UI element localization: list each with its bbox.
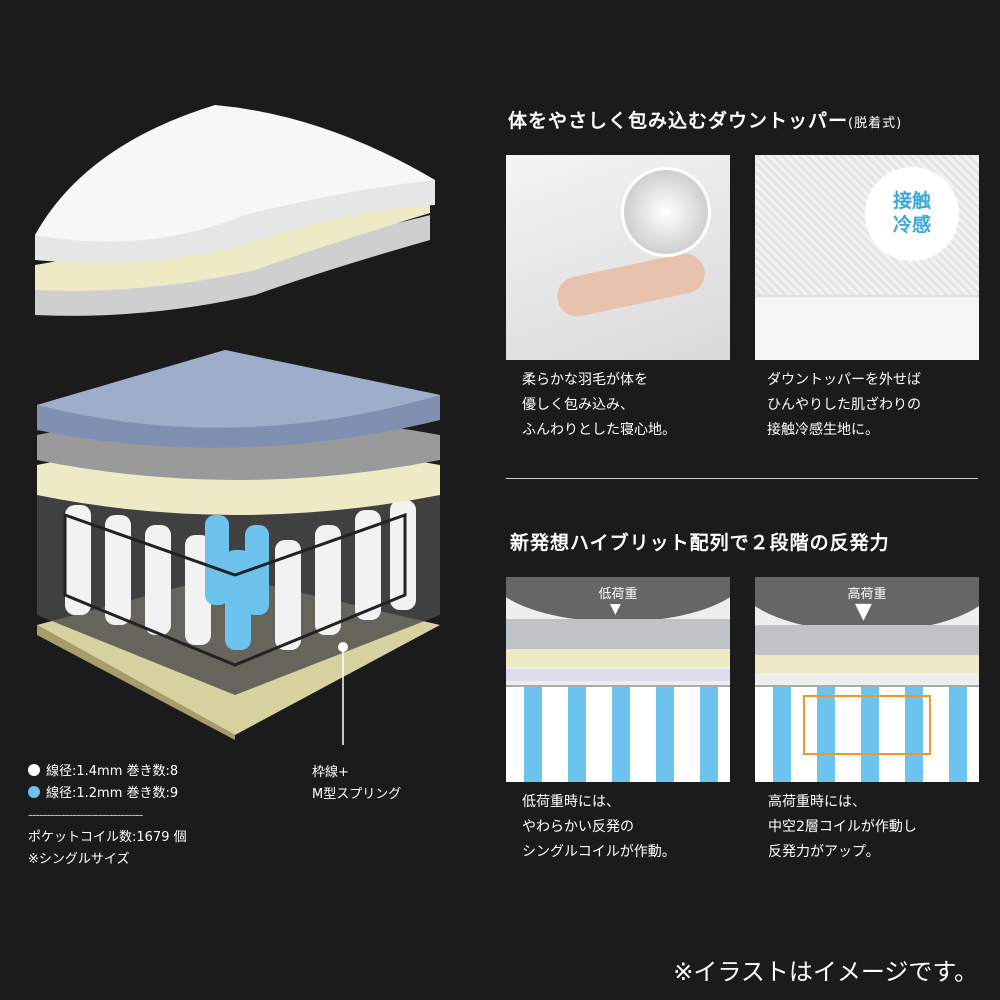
- coil-count: ポケットコイル数:1679 個: [28, 830, 187, 845]
- low-load-diagram: 低荷重 ▼: [506, 577, 730, 782]
- caption-line: 中空2層コイルが作動し: [768, 819, 917, 835]
- title-suffix: (脱着式): [848, 116, 903, 131]
- frame-label-line2: M型スプリング: [312, 787, 402, 802]
- caption-line: ひんやりした肌ざわりの: [767, 397, 921, 413]
- caption-line: 柔らかな羽毛が体を: [522, 372, 648, 388]
- hybrid-title: 新発想ハイブリット配列で２段階の反発力: [510, 532, 890, 554]
- cooling-badge: 接触冷感: [865, 167, 959, 261]
- size-note: ※シングルサイズ: [28, 852, 130, 867]
- frame-label: 枠線+ M型スプリング: [312, 762, 401, 806]
- legend-item-white: 線径:1.4mm 巻き数:8: [28, 761, 187, 783]
- feather-closeup: [621, 167, 711, 257]
- cooling-fabric-photo: 接触冷感: [755, 155, 979, 360]
- hand-image: [553, 249, 709, 321]
- caption-low-load: 低荷重時には、やわらかい反発のシングルコイルが作動。: [522, 790, 676, 865]
- caption-line: ダウントッパーを外せば: [767, 372, 921, 388]
- caption-topper: 柔らかな羽毛が体を優しく包み込み、ふんわりとした寝心地。: [522, 368, 676, 443]
- down-topper-photo: [506, 155, 730, 360]
- badge-line2: 冷感: [892, 214, 931, 236]
- blue-dot-icon: [28, 786, 40, 798]
- caption-line: 接触冷感生地に。: [767, 422, 879, 438]
- legend-divider: -------------------------------: [28, 808, 143, 823]
- down-arrow-small-icon: ▼: [610, 601, 621, 617]
- section-divider: [506, 478, 978, 479]
- caption-line: 高荷重時には、: [768, 794, 866, 810]
- legend-text: 線径:1.2mm 巻き数:9: [46, 786, 179, 801]
- caption-cooling: ダウントッパーを外せばひんやりした肌ざわりの接触冷感生地に。: [767, 368, 921, 443]
- high-load-label: 高荷重: [847, 587, 887, 602]
- caption-high-load: 高荷重時には、中空2層コイルが作動し反発力がアップ。: [768, 790, 917, 865]
- fabric-edge: [755, 295, 979, 360]
- legend-item-blue: 線径:1.2mm 巻き数:9: [28, 783, 187, 805]
- caption-line: やわらかい反発の: [522, 819, 634, 835]
- coil-legend: 線径:1.4mm 巻き数:8 線径:1.2mm 巻き数:9 ----------…: [28, 761, 187, 871]
- topper-title: 体をやさしく包み込むダウントッパー(脱着式): [508, 106, 902, 133]
- image-disclaimer: ※イラストはイメージです。: [673, 958, 978, 986]
- low-load-label: 低荷重: [598, 587, 638, 602]
- mattress-layers-illustration: [35, 105, 440, 745]
- caption-line: シングルコイルが作動。: [522, 844, 676, 860]
- caption-line: 優しく包み込み、: [522, 397, 634, 413]
- caption-line: 低荷重時には、: [522, 794, 620, 810]
- title-text: 体をやさしく包み込むダウントッパー: [508, 110, 849, 132]
- white-dot-icon: [28, 764, 40, 776]
- frame-label-line1: 枠線+: [312, 765, 349, 780]
- legend-text: 線径:1.4mm 巻き数:8: [46, 764, 179, 779]
- badge-line1: 接触: [892, 190, 931, 212]
- down-arrow-large-icon: ▼: [855, 599, 872, 624]
- caption-line: ふんわりとした寝心地。: [522, 422, 676, 438]
- high-load-diagram: 高荷重 ▼: [755, 577, 979, 782]
- caption-line: 反発力がアップ。: [768, 844, 880, 860]
